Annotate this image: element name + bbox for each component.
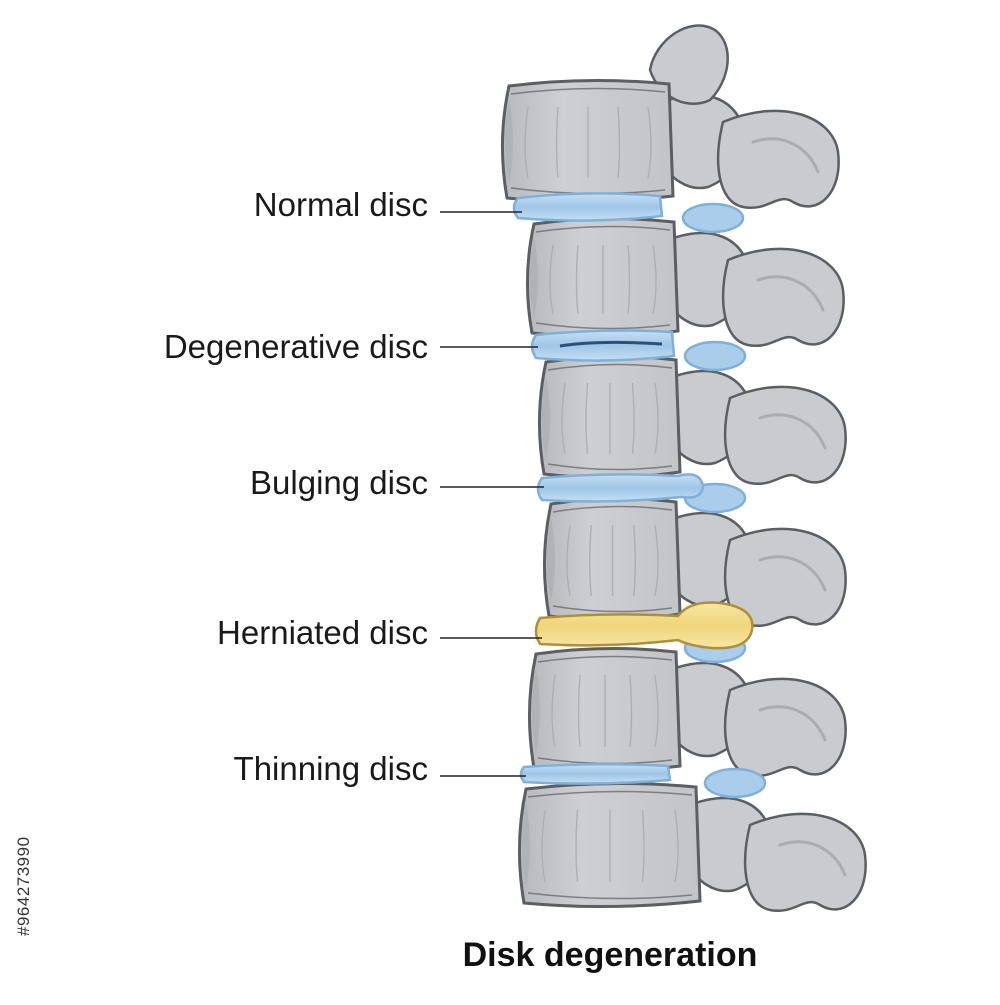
body-shading [547, 518, 555, 602]
spinous-process [744, 812, 867, 913]
thinning-disc [519, 762, 672, 785]
bone-texture [551, 674, 556, 748]
label-degenerative-disc: Degenerative disc [163, 328, 428, 365]
vertebra-posterior-elements [666, 202, 845, 348]
bone-texture [561, 382, 566, 454]
upper-endplate [510, 87, 666, 95]
degenerative-disc [530, 329, 676, 362]
process-shading [778, 840, 847, 877]
bone-texture [589, 524, 592, 596]
vertebral-body [500, 78, 675, 204]
process-shading [758, 555, 827, 592]
vertebral-body [525, 216, 680, 339]
vertebra-posterior-elements [668, 632, 847, 778]
upper-endplate [547, 363, 673, 371]
lower-endplate [535, 322, 671, 330]
bone-texture [617, 106, 621, 178]
bone-texture [654, 382, 659, 454]
bone-texture [575, 809, 579, 883]
bone-texture [585, 382, 589, 454]
bone-texture [647, 106, 652, 178]
upper-endplate [552, 505, 673, 513]
facet-joint [681, 202, 745, 234]
body-shading [522, 803, 530, 889]
spinous-process [717, 109, 840, 210]
vertebra-posterior-elements [668, 340, 847, 486]
bone-texture [575, 244, 579, 315]
spinous-process [722, 247, 845, 348]
spinous-process [724, 385, 847, 486]
bone-texture [627, 244, 631, 315]
bone-texture [566, 524, 571, 596]
herniated-disc [534, 601, 754, 650]
bone-texture [641, 809, 645, 883]
process-shading [756, 275, 825, 312]
upper-endplate [535, 225, 671, 233]
bone-texture [631, 382, 635, 454]
lower-endplate [547, 463, 673, 471]
body-shading [532, 668, 540, 754]
normal-disc [512, 192, 664, 222]
bone-texture [674, 809, 679, 883]
body-shading [505, 100, 513, 184]
bone-texture [524, 106, 529, 178]
bone-texture [577, 674, 581, 748]
process-shading [758, 413, 827, 450]
label-thinning-disc: Thinning disc [233, 750, 428, 787]
vertebral-body [537, 354, 682, 480]
bulging-disc [536, 473, 705, 503]
upper-endplate [537, 655, 673, 663]
lower-endplate [552, 605, 673, 613]
process-shading [751, 137, 820, 174]
upper-endplate [527, 790, 693, 798]
body-shading [542, 376, 550, 460]
vertebral-body [527, 646, 682, 774]
facet-joint [703, 767, 767, 799]
bone-texture [541, 809, 546, 883]
bone-texture [652, 244, 657, 315]
diagram-title: Disk degeneration [462, 936, 758, 974]
vertebral-body [517, 781, 702, 909]
lower-endplate [527, 892, 693, 900]
bone-texture [549, 244, 554, 315]
bone-texture [555, 106, 559, 178]
bone-texture [629, 674, 633, 748]
vertebral-body [542, 496, 682, 622]
vertebra-posterior-elements [688, 767, 867, 913]
label-herniated-disc: Herniated disc [217, 614, 428, 651]
bone-texture [654, 674, 659, 748]
facet-joint [683, 340, 747, 372]
process-shading [758, 705, 827, 742]
bone-texture [633, 524, 636, 596]
label-bulging-disc: Bulging disc [250, 464, 428, 501]
body-shading [530, 238, 538, 319]
bone-texture [654, 524, 659, 596]
disc-fissure [559, 340, 663, 348]
vertebra-posterior-elements [661, 93, 840, 210]
spinous-process [724, 677, 847, 778]
label-normal-disc: Normal disc [253, 186, 428, 223]
stock-image-id: #964273990 [14, 836, 33, 936]
